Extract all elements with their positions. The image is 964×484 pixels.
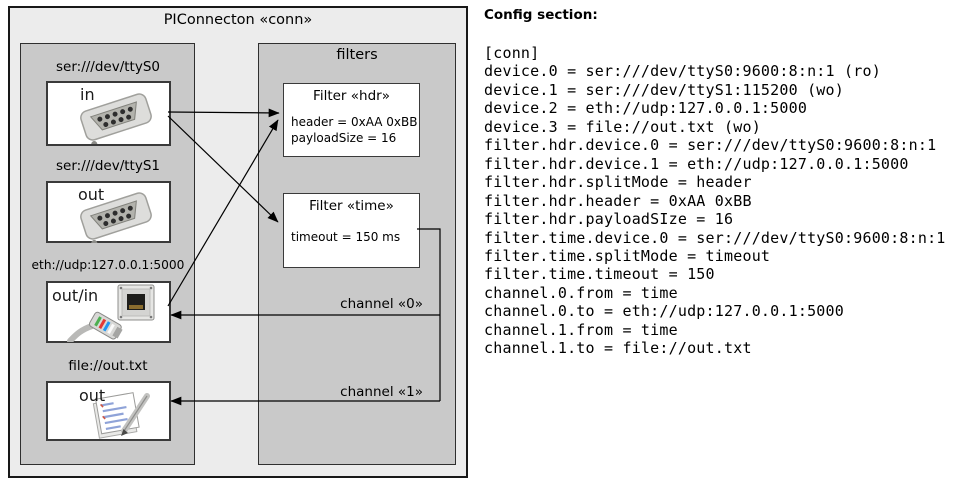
device-label-ttys0: ser:///dev/ttyS0	[56, 59, 160, 75]
device-label-ttys1: ser:///dev/ttyS1	[56, 158, 160, 174]
device-box-ttys0: in	[46, 81, 171, 146]
config-line: filter.hdr.device.0 = ser:///dev/ttyS0:9…	[484, 136, 937, 155]
config-lines: [conn]device.0 = ser:///dev/ttyS0:9600:8…	[484, 44, 946, 358]
device-box-file: out	[46, 381, 171, 441]
filter-attr: timeout = 150 ms	[291, 230, 401, 244]
serial-connector-icon	[80, 93, 152, 144]
device-direction: out/in	[52, 286, 99, 305]
config-section: Config section: [conn]device.0 = ser:///…	[484, 0, 964, 484]
filters-panel-title: filters	[336, 47, 378, 63]
config-line: filter.time.splitMode = timeout	[484, 246, 771, 265]
config-line: filter.hdr.splitMode = header	[484, 173, 752, 192]
device-direction: in	[80, 85, 95, 104]
device-direction: out	[79, 386, 106, 405]
config-line: device.3 = file://out.txt (wo)	[484, 117, 761, 136]
connection-diagram: PIConnecton «conn» ser:///dev/ttyS0 in s…	[8, 6, 468, 478]
config-line: filter.hdr.header = 0xAA 0xBB	[484, 191, 752, 210]
config-line: filter.hdr.payloadSIze = 16	[484, 210, 734, 229]
device-box-eth: out/in	[46, 281, 171, 343]
config-line: [conn]	[484, 44, 540, 62]
filter-hdr-box: Filter «hdr» header = 0xAA 0xBB payloadS…	[283, 83, 420, 157]
config-line: filter.time.timeout = 150	[484, 265, 715, 284]
config-line: filter.hdr.device.1 = eth://udp:127.0.0.…	[484, 154, 909, 173]
config-heading: Config section:	[484, 7, 598, 23]
config-line: device.0 = ser:///dev/ttyS0:9600:8:n:1 (…	[484, 62, 881, 81]
config-line: channel.0.to = eth://udp:127.0.0.1:5000	[484, 302, 844, 321]
device-label-file: file://out.txt	[68, 358, 148, 374]
config-line: channel.1.from = time	[484, 320, 678, 339]
filter-attr: payloadSize = 16	[291, 130, 397, 145]
filter-time-title: Filter «time»	[309, 198, 394, 214]
device-box-ttys1: out	[46, 181, 171, 243]
config-line: device.2 = eth://udp:127.0.0.1:5000	[484, 99, 808, 118]
device-label-eth: eth://udp:127.0.0.1:5000	[31, 258, 185, 272]
filter-hdr-title: Filter «hdr»	[313, 88, 390, 104]
channel-0-label: channel «0»	[340, 296, 423, 312]
config-line: channel.0.from = time	[484, 283, 678, 302]
serial-connector-icon	[80, 192, 152, 243]
config-line: channel.1.to = file://out.txt	[484, 339, 752, 358]
channel-1-label: channel «1»	[340, 384, 423, 400]
device-direction: out	[78, 185, 105, 204]
diagram-title: PIConnecton «conn»	[163, 12, 313, 28]
devices-panel: ser:///dev/ttyS0 in ser:///dev/ttyS1 out	[20, 43, 195, 465]
config-line: device.1 = ser:///dev/ttyS1:115200 (wo)	[484, 80, 844, 99]
filters-panel: filters Filter «hdr» header = 0xAA 0xBB …	[258, 43, 456, 465]
notepad-pencil-icon	[92, 392, 150, 439]
ethernet-jack-icon	[67, 284, 155, 342]
config-line: filter.time.device.0 = ser:///dev/ttyS0:…	[484, 228, 946, 247]
filter-time-box: Filter «time» timeout = 150 ms	[283, 193, 420, 268]
filter-attr: header = 0xAA 0xBB	[291, 115, 418, 129]
